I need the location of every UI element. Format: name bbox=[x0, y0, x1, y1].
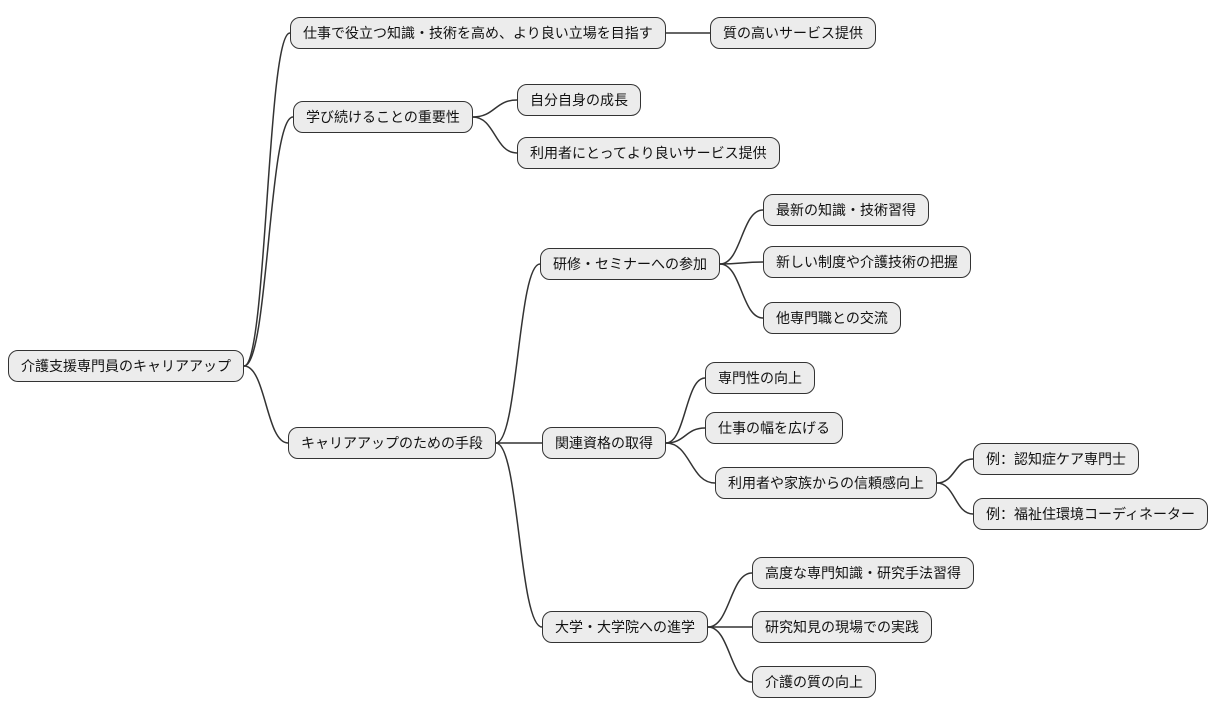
mindmap-edge bbox=[707, 626, 753, 683]
node-personal-growth: 自分自身の成長 bbox=[517, 84, 641, 116]
node-quality-service: 質の高いサービス提供 bbox=[710, 17, 876, 49]
node-career-up-methods: キャリアアップのための手段 bbox=[288, 427, 496, 459]
mindmap-edge bbox=[665, 377, 706, 444]
mindmap-edge bbox=[243, 32, 291, 367]
mindmap-edge bbox=[719, 261, 764, 265]
node-training-seminars: 研修・セミナーへの参加 bbox=[540, 248, 720, 280]
mindmap-edge bbox=[243, 365, 289, 444]
node-better-service-for-users: 利用者にとってより良いサービス提供 bbox=[517, 137, 780, 169]
mindmap-edge bbox=[472, 99, 518, 118]
node-new-systems-care-techniques: 新しい制度や介護技術の把握 bbox=[763, 246, 971, 278]
node-improve-knowledge-skills: 仕事で役立つ知識・技術を高め、より良い立場を目指す bbox=[290, 17, 666, 49]
node-improve-care-quality: 介護の質の向上 bbox=[752, 666, 876, 698]
node-trust-from-users-families: 利用者や家族からの信頼感向上 bbox=[715, 467, 937, 499]
mindmap-edge bbox=[936, 458, 974, 484]
mindmap-edge bbox=[707, 572, 753, 628]
node-related-qualifications: 関連資格の取得 bbox=[542, 427, 666, 459]
mindmap-edge bbox=[243, 116, 294, 367]
mindmap-edge bbox=[719, 263, 764, 319]
node-latest-knowledge: 最新の知識・技術習得 bbox=[763, 194, 929, 226]
node-exchange-with-professionals: 他専門職との交流 bbox=[763, 302, 901, 334]
node-improve-expertise: 専門性の向上 bbox=[705, 362, 815, 394]
mindmap-edge bbox=[495, 442, 543, 628]
node-dementia-care-specialist: 例：認知症ケア専門士 bbox=[973, 443, 1139, 475]
mindmap-edge bbox=[495, 263, 541, 444]
mindmap-edge bbox=[719, 209, 764, 265]
node-advanced-knowledge-research: 高度な専門知識・研究手法習得 bbox=[752, 557, 974, 589]
mindmap-edge bbox=[936, 482, 974, 515]
node-importance-of-learning: 学び続けることの重要性 bbox=[293, 101, 473, 133]
mindmap-edge bbox=[665, 442, 716, 484]
mindmap-edge bbox=[472, 116, 518, 154]
mindmap-edge bbox=[665, 427, 706, 444]
node-practice-research-findings: 研究知見の現場での実践 bbox=[752, 611, 932, 643]
node-broaden-work-scope: 仕事の幅を広げる bbox=[705, 412, 843, 444]
node-welfare-housing-coordinator: 例：福祉住環境コーディネーター bbox=[973, 498, 1209, 530]
node-university-graduate-school: 大学・大学院への進学 bbox=[542, 611, 708, 643]
node-root: 介護支援専門員のキャリアアップ bbox=[8, 350, 244, 382]
